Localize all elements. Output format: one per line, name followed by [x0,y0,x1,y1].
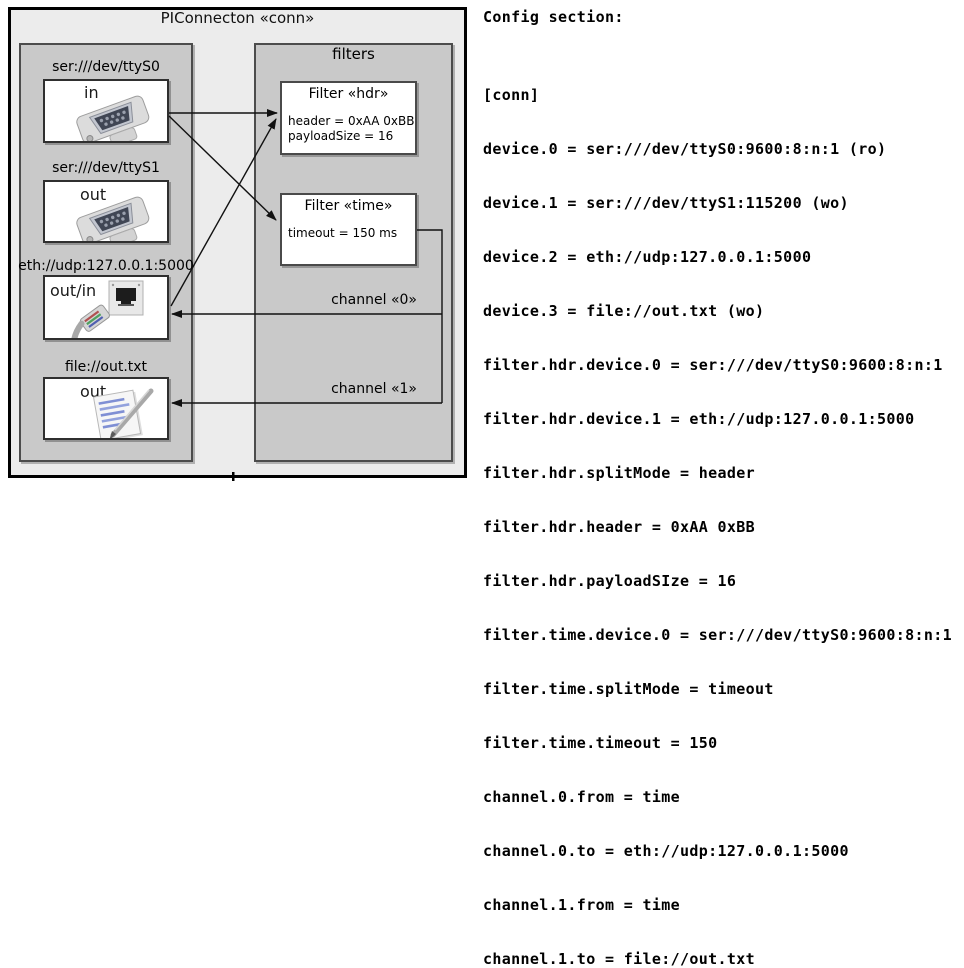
config-line: filter.time.device.0 = ser:///dev/ttyS0:… [483,626,953,644]
config-line: channel.1.to = file://out.txt [483,950,756,968]
config-line: filter.hdr.payloadSIze = 16 [483,572,737,590]
filter-hdr-properties: header = 0xAA 0xBB payloadSize = 16 [288,114,414,143]
notepad-icon [92,388,154,438]
device-uri-eth: eth://udp:127.0.0.1:5000 [18,258,194,274]
filter-property: header = 0xAA 0xBB [288,114,415,128]
config-line: device.3 = file://out.txt (wo) [483,302,765,320]
device-box-ttys0: in [43,79,169,143]
config-line: filter.time.splitMode = timeout [483,680,774,698]
screenshot-root: { "colors": { "canvas_fill": "#ececec", … [8,7,952,968]
device-uri-ttys0: ser:///dev/ttyS0 [52,59,160,75]
config-line: filter.hdr.device.1 = eth://udp:127.0.0.… [483,410,915,428]
config-line: filter.hdr.header = 0xAA 0xBB [483,518,756,536]
serial-connector-icon [76,196,150,241]
filter-time-title: Filter «time» [304,198,393,214]
config-listing: [conn] device.0 = ser:///dev/ttyS0:9600:… [483,50,952,968]
filter-time-properties: timeout = 150 ms [288,226,397,241]
config-line: channel.0.from = time [483,788,680,806]
device-port-label: out [80,185,107,204]
channel-0-label: channel «0» [331,292,417,308]
config-line: device.0 = ser:///dev/ttyS0:9600:8:n:1 (… [483,140,887,158]
device-port-label: in [84,83,99,102]
config-line: channel.1.from = time [483,896,680,914]
diagram-title: PIConnecton «conn» [160,9,315,27]
filter-property: timeout = 150 ms [288,226,398,240]
filter-hdr-title: Filter «hdr» [308,86,389,102]
filters-compartment-title: filters [332,45,375,63]
config-line: [conn] [483,86,540,104]
filter-hdr-box: Filter «hdr» header = 0xAA 0xBB payloadS… [280,81,417,155]
device-uri-file: file://out.txt [64,359,148,375]
serial-connector-icon [76,95,150,141]
filter-property: payloadSize = 16 [288,128,394,143]
device-box-file: out [43,377,169,440]
config-line: filter.time.timeout = 150 [483,734,718,752]
device-box-eth: out/in [43,275,169,340]
config-line: device.1 = ser:///dev/ttyS1:115200 (wo) [483,194,849,212]
filter-time-box: Filter «time» timeout = 150 ms [280,193,417,266]
config-line: filter.hdr.device.0 = ser:///dev/ttyS0:9… [483,356,943,374]
config-line: device.2 = eth://udp:127.0.0.1:5000 [483,248,812,266]
device-box-ttys1: out [43,180,169,243]
config-line: filter.hdr.splitMode = header [483,464,756,482]
ethernet-connector-icon [70,280,144,338]
device-uri-ttys1: ser:///dev/ttyS1 [52,160,160,176]
config-line: channel.0.to = eth://udp:127.0.0.1:5000 [483,842,849,860]
config-section-heading: Config section: [483,8,624,26]
channel-1-label: channel «1» [331,381,417,397]
device-port-label: out/in [50,281,97,300]
